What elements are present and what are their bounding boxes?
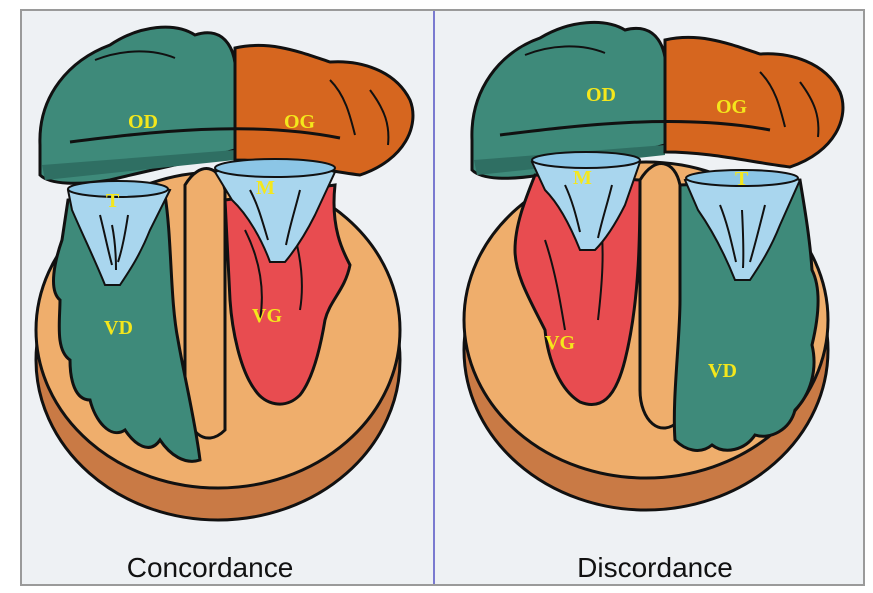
- label-tricuspid: T: [735, 168, 749, 190]
- caption-discordance: Discordance: [577, 552, 733, 583]
- label-tricuspid: T: [106, 190, 120, 212]
- label-mitral: M: [256, 177, 275, 199]
- label-mitral: M: [573, 167, 592, 189]
- label-right-ventricle: VD: [708, 360, 737, 382]
- label-left-ventricle: VG: [545, 332, 575, 354]
- label-left-atrium: OG: [284, 111, 316, 133]
- label-right-atrium: OD: [586, 84, 616, 106]
- label-left-ventricle: VG: [252, 305, 282, 327]
- label-left-atrium: OG: [716, 96, 748, 118]
- label-right-ventricle: VD: [104, 317, 133, 339]
- interventricular-septum: [185, 169, 225, 438]
- mitral-annulus: [215, 159, 335, 177]
- caption-concordance: Concordance: [127, 552, 294, 583]
- label-right-atrium: OD: [128, 111, 158, 133]
- mitral-annulus: [532, 152, 640, 168]
